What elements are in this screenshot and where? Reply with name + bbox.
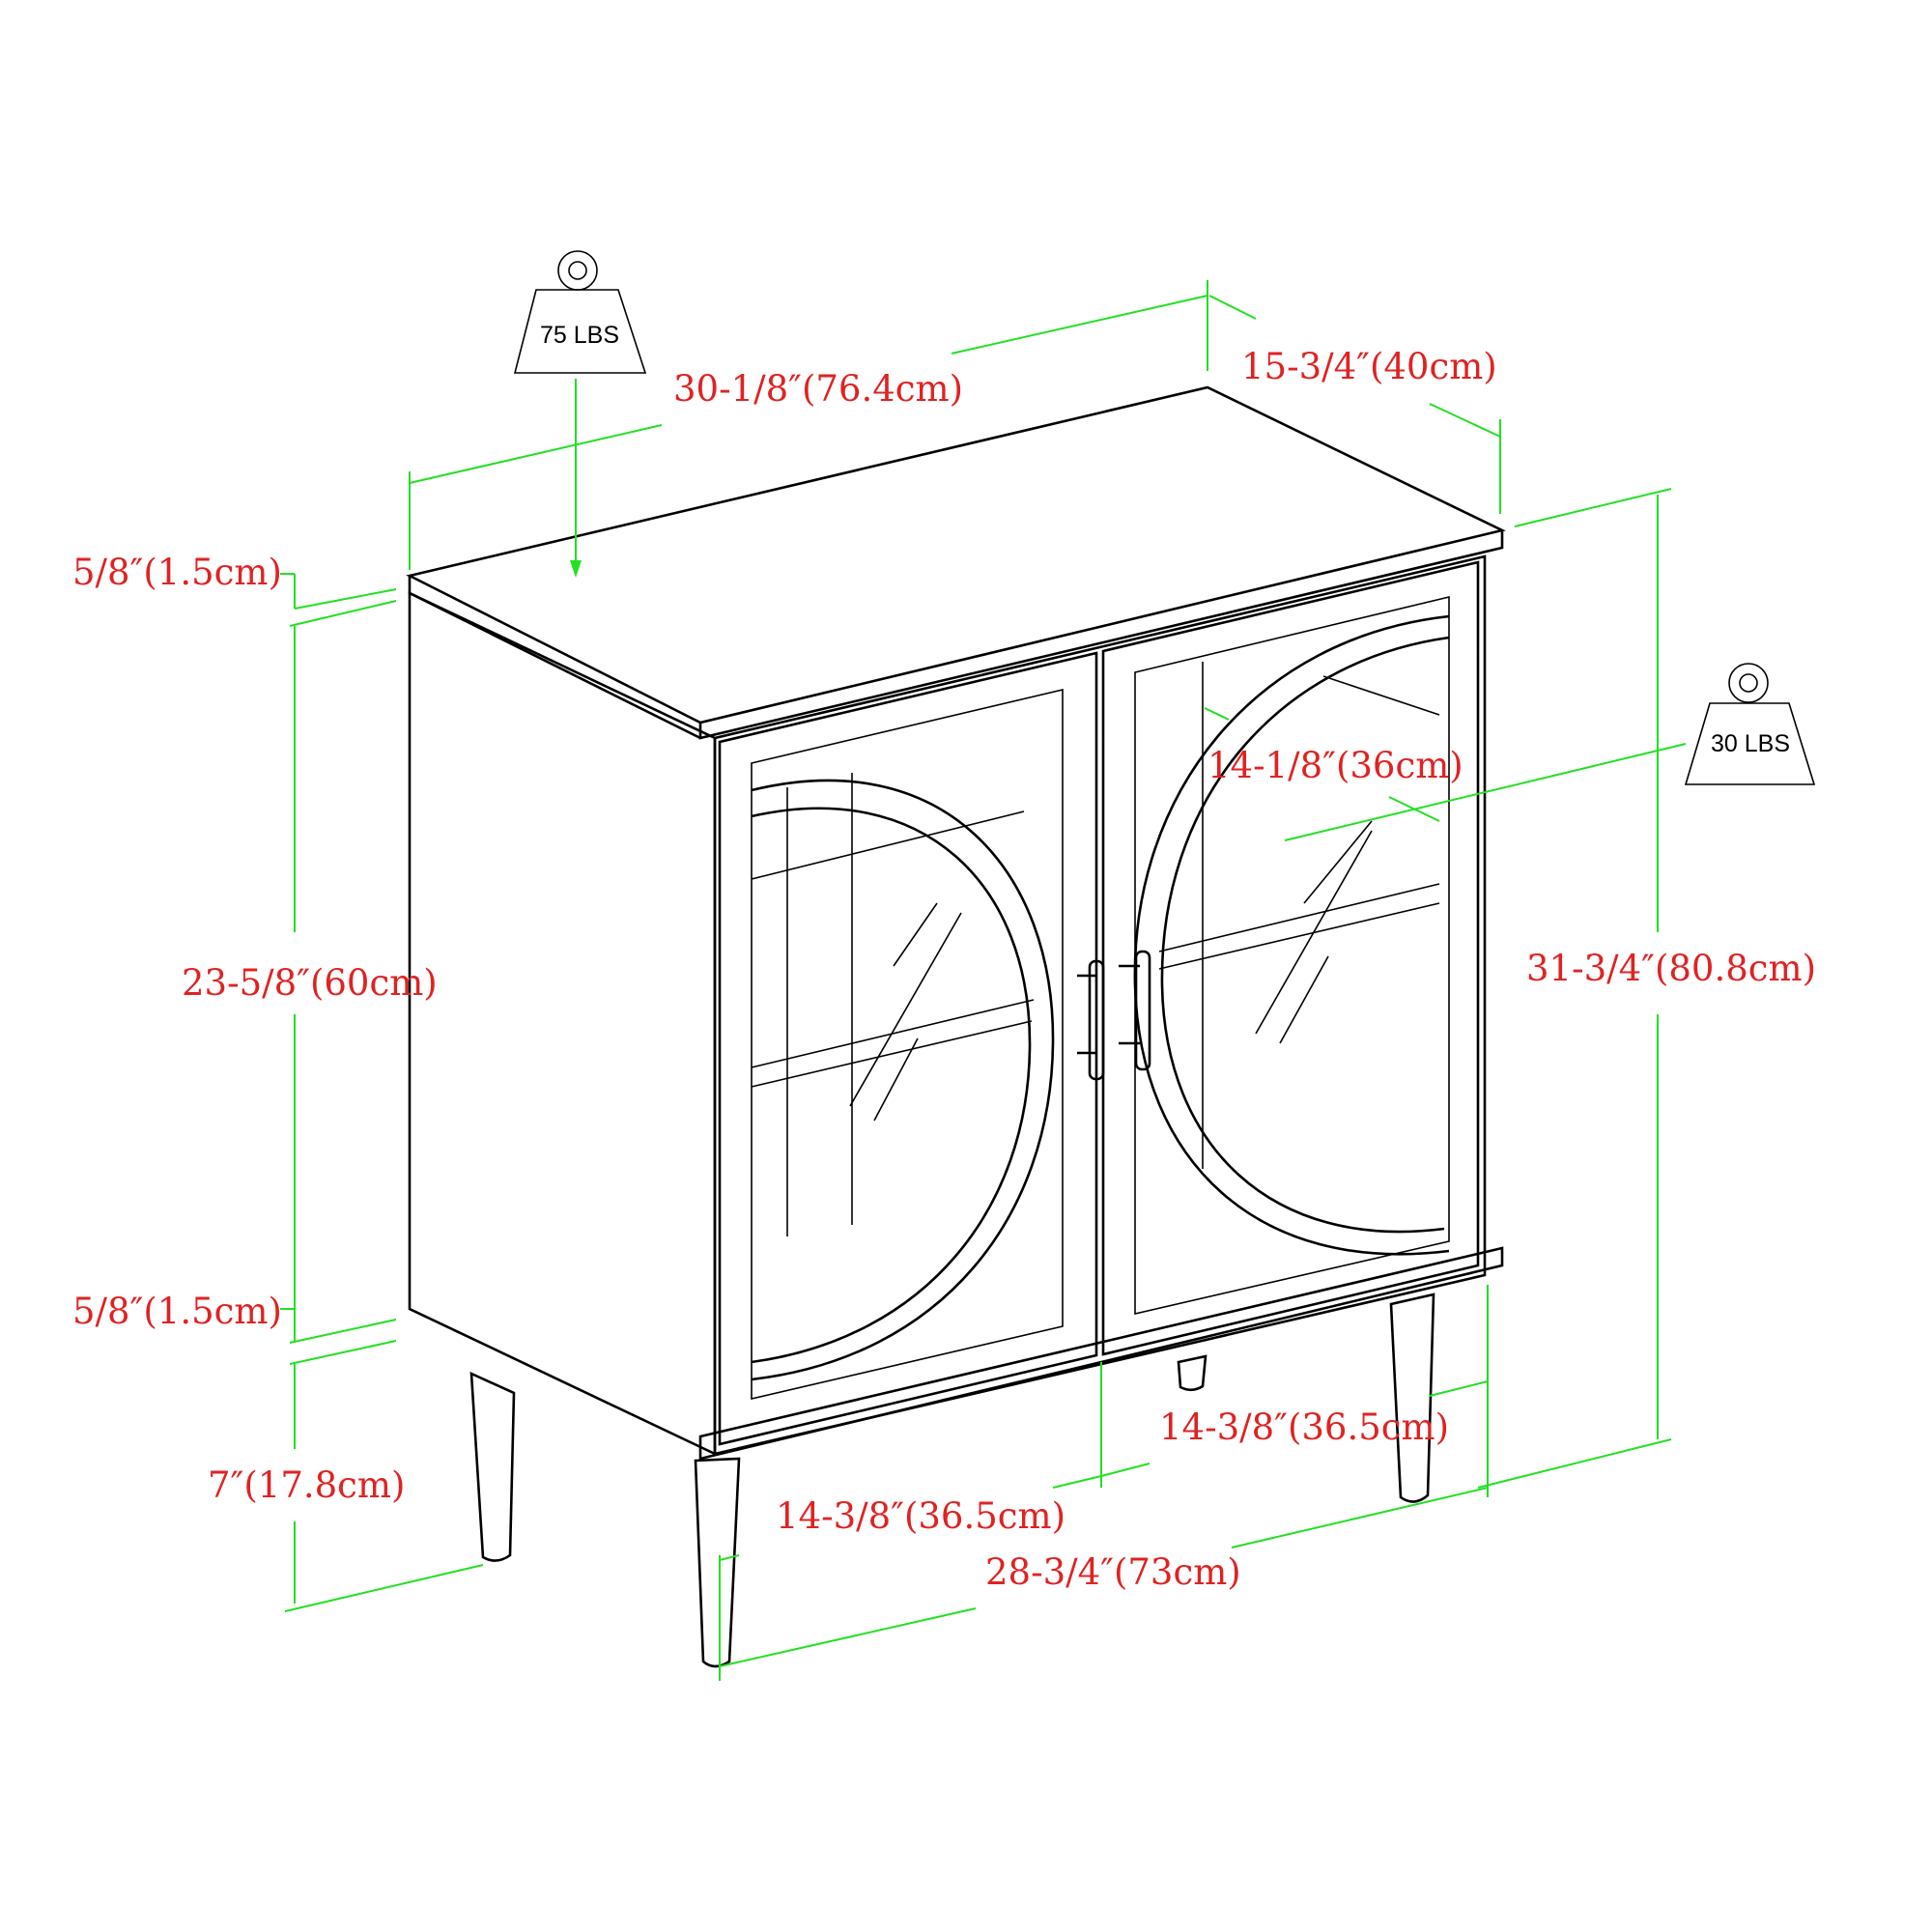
base-width-label: 28-3/4″(73cm)	[985, 1551, 1241, 1593]
leg-back-left	[469, 1371, 516, 1562]
weight-icon-shelf: 30 LBS	[1684, 663, 1816, 785]
weight-body	[513, 289, 647, 374]
total-height-ext-top	[1514, 488, 1672, 527]
weight-ring-inner	[1739, 673, 1758, 693]
left-handle	[1088, 959, 1105, 1081]
left-glass-reflection-2	[849, 912, 962, 1107]
left-shelf-line-2	[751, 1020, 1033, 1088]
right-shelf-line	[1158, 883, 1440, 952]
shelf-depth-leader	[1284, 743, 1687, 841]
leg-front-right	[1389, 1293, 1435, 1503]
weight-label-top: 75 LBS	[540, 322, 619, 349]
weight-label-shelf: 30 LBS	[1711, 730, 1790, 757]
right-door-arch-inner	[1160, 636, 1450, 1234]
left-upper-shelf	[751, 810, 1025, 880]
top-thickness-ext	[294, 588, 397, 610]
left-glass-reflection	[893, 902, 938, 967]
total-height-ext-bottom	[1477, 1438, 1672, 1489]
right-glass-reflection-3	[1279, 955, 1329, 1044]
weight-icon-top: 75 LBS	[513, 250, 647, 578]
right-door	[1101, 560, 1480, 1356]
cabinet-height-label: 23-5/8″(60cm)	[182, 962, 438, 1004]
weight-ring-outer	[1728, 663, 1769, 703]
weight-body	[1684, 702, 1816, 785]
bottom-thickness-label: 5/8″(1.5cm)	[72, 1291, 282, 1332]
left-door-arch-inner	[751, 807, 1032, 1364]
cabinet-top-side-edge	[408, 576, 701, 740]
shelf-depth-line-a	[1204, 707, 1230, 721]
bottom-thickness-ext	[289, 1319, 397, 1344]
cabinet-legs	[469, 1293, 1435, 1668]
cabinet-bottom-band	[698, 1246, 1504, 1461]
top-width-line-b	[951, 295, 1208, 355]
top-thickness-label: 5/8″(1.5cm)	[72, 552, 282, 593]
cabinet-drawing	[406, 385, 1506, 1668]
left-door-arch-outer	[751, 779, 1055, 1381]
total-height-label: 31-3/4″(80.8cm)	[1526, 948, 1816, 989]
depth-line-b	[1429, 403, 1501, 438]
top-thickness-ext-2	[289, 600, 397, 627]
right-glass-reflection-2	[1255, 830, 1373, 1035]
right-glass-reflection	[1303, 820, 1373, 904]
right-door-arch-outer	[1133, 614, 1450, 1256]
left-door-glass	[751, 688, 1064, 1401]
door-handles	[1077, 950, 1151, 1081]
right-door-frame	[1101, 560, 1480, 1356]
depth-label: 15-3/4″(40cm)	[1241, 346, 1497, 387]
base-width-line-right	[1231, 1487, 1489, 1548]
leg-front-left	[694, 1457, 741, 1668]
door-width-left-label: 14-3/8″(36.5cm)	[776, 1495, 1065, 1537]
dimension-labels: 30-1/8″(76.4cm) 15-3/4″(40cm) 5/8″(1.5cm…	[72, 346, 1816, 1593]
right-door-glass	[1134, 595, 1450, 1316]
left-glass-reflection-3	[873, 1037, 919, 1122]
weight-ring-inner	[568, 261, 587, 280]
dimension-lines	[280, 280, 1687, 1681]
door-width-right-label: 14-3/8″(36.5cm)	[1159, 1406, 1449, 1448]
bottom-thickness-ext-2	[289, 1340, 397, 1365]
cabinet-front-frame	[713, 554, 1487, 1456]
door-right-line	[1429, 1380, 1489, 1397]
right-shelf-edge	[1322, 675, 1440, 716]
leg-height-ext	[284, 1564, 484, 1612]
shelf-depth-label: 14-1/8″(36cm)	[1208, 745, 1463, 786]
weight-arrowhead-top	[570, 560, 582, 578]
left-door	[718, 651, 1098, 1446]
leg-back-right	[1177, 1354, 1208, 1392]
door-left-line-2	[1100, 1463, 1151, 1477]
right-shelf-line-2	[1158, 902, 1440, 970]
leg-width-tick	[719, 1554, 740, 1561]
door-left-line	[1052, 1475, 1102, 1489]
weight-ring-outer	[557, 250, 598, 291]
leg-height-label: 7″(17.8cm)	[208, 1464, 405, 1506]
base-width-line-left	[719, 1607, 977, 1667]
right-handle	[1134, 950, 1151, 1071]
cabinet-top-front-edge	[698, 530, 1504, 740]
top-width-label: 30-1/8″(76.4cm)	[673, 368, 963, 410]
top-width-line-a	[409, 424, 663, 484]
depth-line-a	[1208, 295, 1257, 320]
left-door-frame	[718, 651, 1098, 1446]
